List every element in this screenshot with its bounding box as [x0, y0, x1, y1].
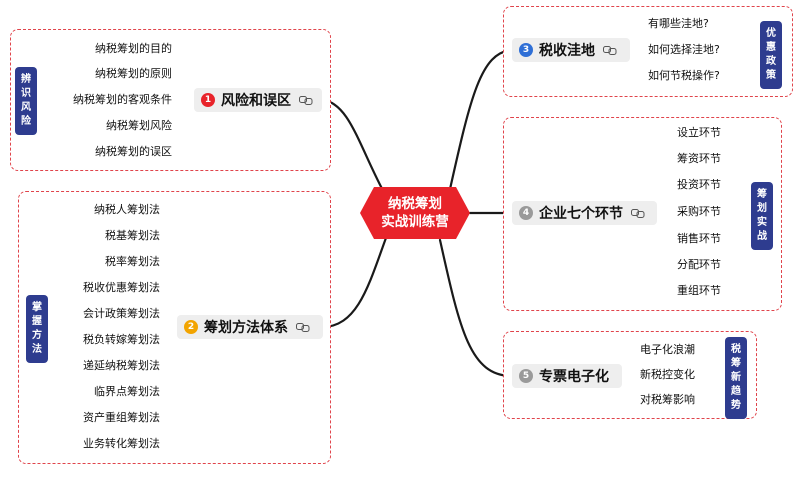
branch-number-badge: 1 [201, 93, 215, 107]
center-topic[interactable]: 纳税筹划 实战训练营 [360, 187, 470, 239]
leaf-item[interactable]: 纳税筹划风险 [106, 119, 172, 132]
branch-label: 专票电子化 [539, 369, 609, 385]
leaf-item[interactable]: 临界点筹划法 [94, 385, 160, 398]
branch-label: 企业七个环节 [539, 206, 623, 222]
tag-identify-risk: 辨 识 风 险 [15, 67, 37, 135]
link-icon[interactable] [603, 45, 617, 55]
leaf-item[interactable]: 业务转化筹划法 [83, 437, 160, 450]
leaf-item[interactable]: 电子化浪潮 [640, 343, 695, 356]
leaf-item[interactable]: 筹资环节 [677, 152, 721, 165]
leaf-item[interactable]: 新税控变化 [640, 368, 695, 381]
branch-methods[interactable]: 2 筹划方法体系 [177, 315, 323, 339]
leaf-item[interactable]: 重组环节 [677, 284, 721, 297]
branch-number-badge: 4 [519, 206, 533, 220]
leaf-item[interactable]: 税基筹划法 [105, 229, 160, 242]
leaf-item[interactable]: 设立环节 [677, 126, 721, 139]
branch-label: 筹划方法体系 [204, 320, 288, 336]
tag-new-trend: 税 筹 新 趋 势 [725, 337, 747, 419]
branch-seven-links[interactable]: 4 企业七个环节 [512, 201, 657, 225]
branch-label: 税收洼地 [539, 43, 595, 59]
leaf-item[interactable]: 税率筹划法 [105, 255, 160, 268]
leaf-item[interactable]: 纳税筹划的原则 [95, 67, 172, 80]
leaf-item[interactable]: 税收优惠筹划法 [83, 281, 160, 294]
leaf-item[interactable]: 投资环节 [677, 178, 721, 191]
branch-tax-depression[interactable]: 3 税收洼地 [512, 38, 630, 62]
leaf-item[interactable]: 纳税筹划的目的 [95, 42, 172, 55]
branch-label: 风险和误区 [221, 93, 291, 109]
link-icon[interactable] [299, 95, 313, 105]
link-icon[interactable] [296, 322, 310, 332]
connector-line [321, 225, 392, 329]
leaf-item[interactable]: 会计政策筹划法 [83, 307, 160, 320]
center-title-line2: 实战训练营 [381, 214, 449, 230]
link-icon[interactable] [631, 208, 645, 218]
group-box-methods [18, 191, 331, 464]
leaf-item[interactable]: 分配环节 [677, 258, 721, 271]
connector-line [446, 48, 514, 200]
leaf-item[interactable]: 销售环节 [677, 232, 721, 245]
leaf-item[interactable]: 资产重组筹划法 [83, 411, 160, 424]
branch-number-badge: 2 [184, 320, 198, 334]
branch-number-badge: 3 [519, 43, 533, 57]
branch-e-invoice[interactable]: 5 专票电子化 [512, 364, 622, 388]
leaf-item[interactable]: 如何节税操作? [648, 69, 720, 82]
leaf-item[interactable]: 税负转嫁筹划法 [83, 333, 160, 346]
branch-number-badge: 5 [519, 369, 533, 383]
leaf-item[interactable]: 递延纳税筹划法 [83, 359, 160, 372]
tag-preferential-policy: 优 惠 政 策 [760, 21, 782, 89]
center-title-line1: 纳税筹划 [388, 196, 442, 212]
leaf-item[interactable]: 纳税人筹划法 [94, 203, 160, 216]
leaf-item[interactable]: 如何选择洼地? [648, 43, 720, 56]
leaf-item[interactable]: 采购环节 [677, 205, 721, 218]
leaf-item[interactable]: 有哪些洼地? [648, 17, 709, 30]
leaf-item[interactable]: 纳税筹划的误区 [95, 145, 172, 158]
leaf-item[interactable]: 纳税筹划的客观条件 [73, 93, 172, 106]
center-shape [360, 187, 470, 239]
connector-line [438, 238, 514, 378]
connector-line [320, 98, 390, 202]
leaf-item[interactable]: 对税筹影响 [640, 393, 695, 406]
tag-planning-practice: 筹 划 实 战 [751, 182, 773, 250]
branch-risk[interactable]: 1 风险和误区 [194, 88, 322, 112]
tag-master-methods: 掌 握 方 法 [26, 295, 48, 363]
